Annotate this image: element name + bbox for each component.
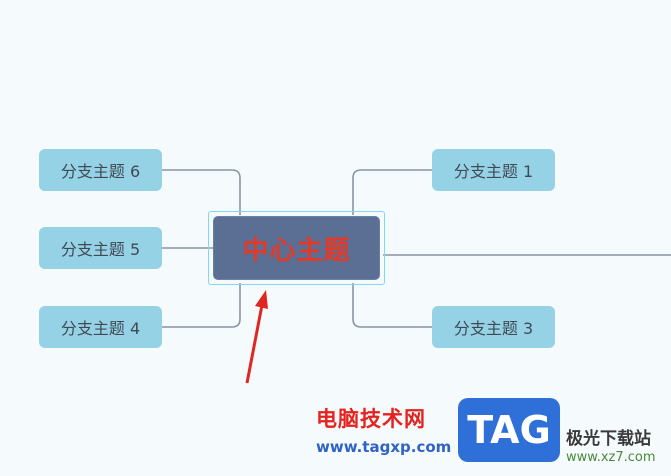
watermark-logo: TAG [458,398,560,462]
central-topic[interactable]: 中心主题 [213,216,380,280]
watermark-site-url: www.xz7.com [566,450,656,465]
branch-topic-4[interactable]: 分支主题 4 [39,306,162,348]
central-topic-selection[interactable]: 中心主题 [208,211,385,285]
branch-topic-1[interactable]: 分支主题 1 [432,149,555,191]
branch-topic-6[interactable]: 分支主题 6 [39,149,162,191]
connector-branch-6 [162,169,241,215]
red-arrow-icon [245,290,268,384]
connector-branch-3 [352,283,432,328]
watermark-site: 极光下载站 [566,429,651,449]
connector-branch-1 [352,169,432,215]
watermark-url: www.tagxp.com [316,438,452,456]
branch-topic-5[interactable]: 分支主题 5 [39,227,162,269]
watermark-title: 电脑技术网 [316,407,426,431]
connector-branch-4 [162,283,241,328]
branch-topic-3[interactable]: 分支主题 3 [432,306,555,348]
